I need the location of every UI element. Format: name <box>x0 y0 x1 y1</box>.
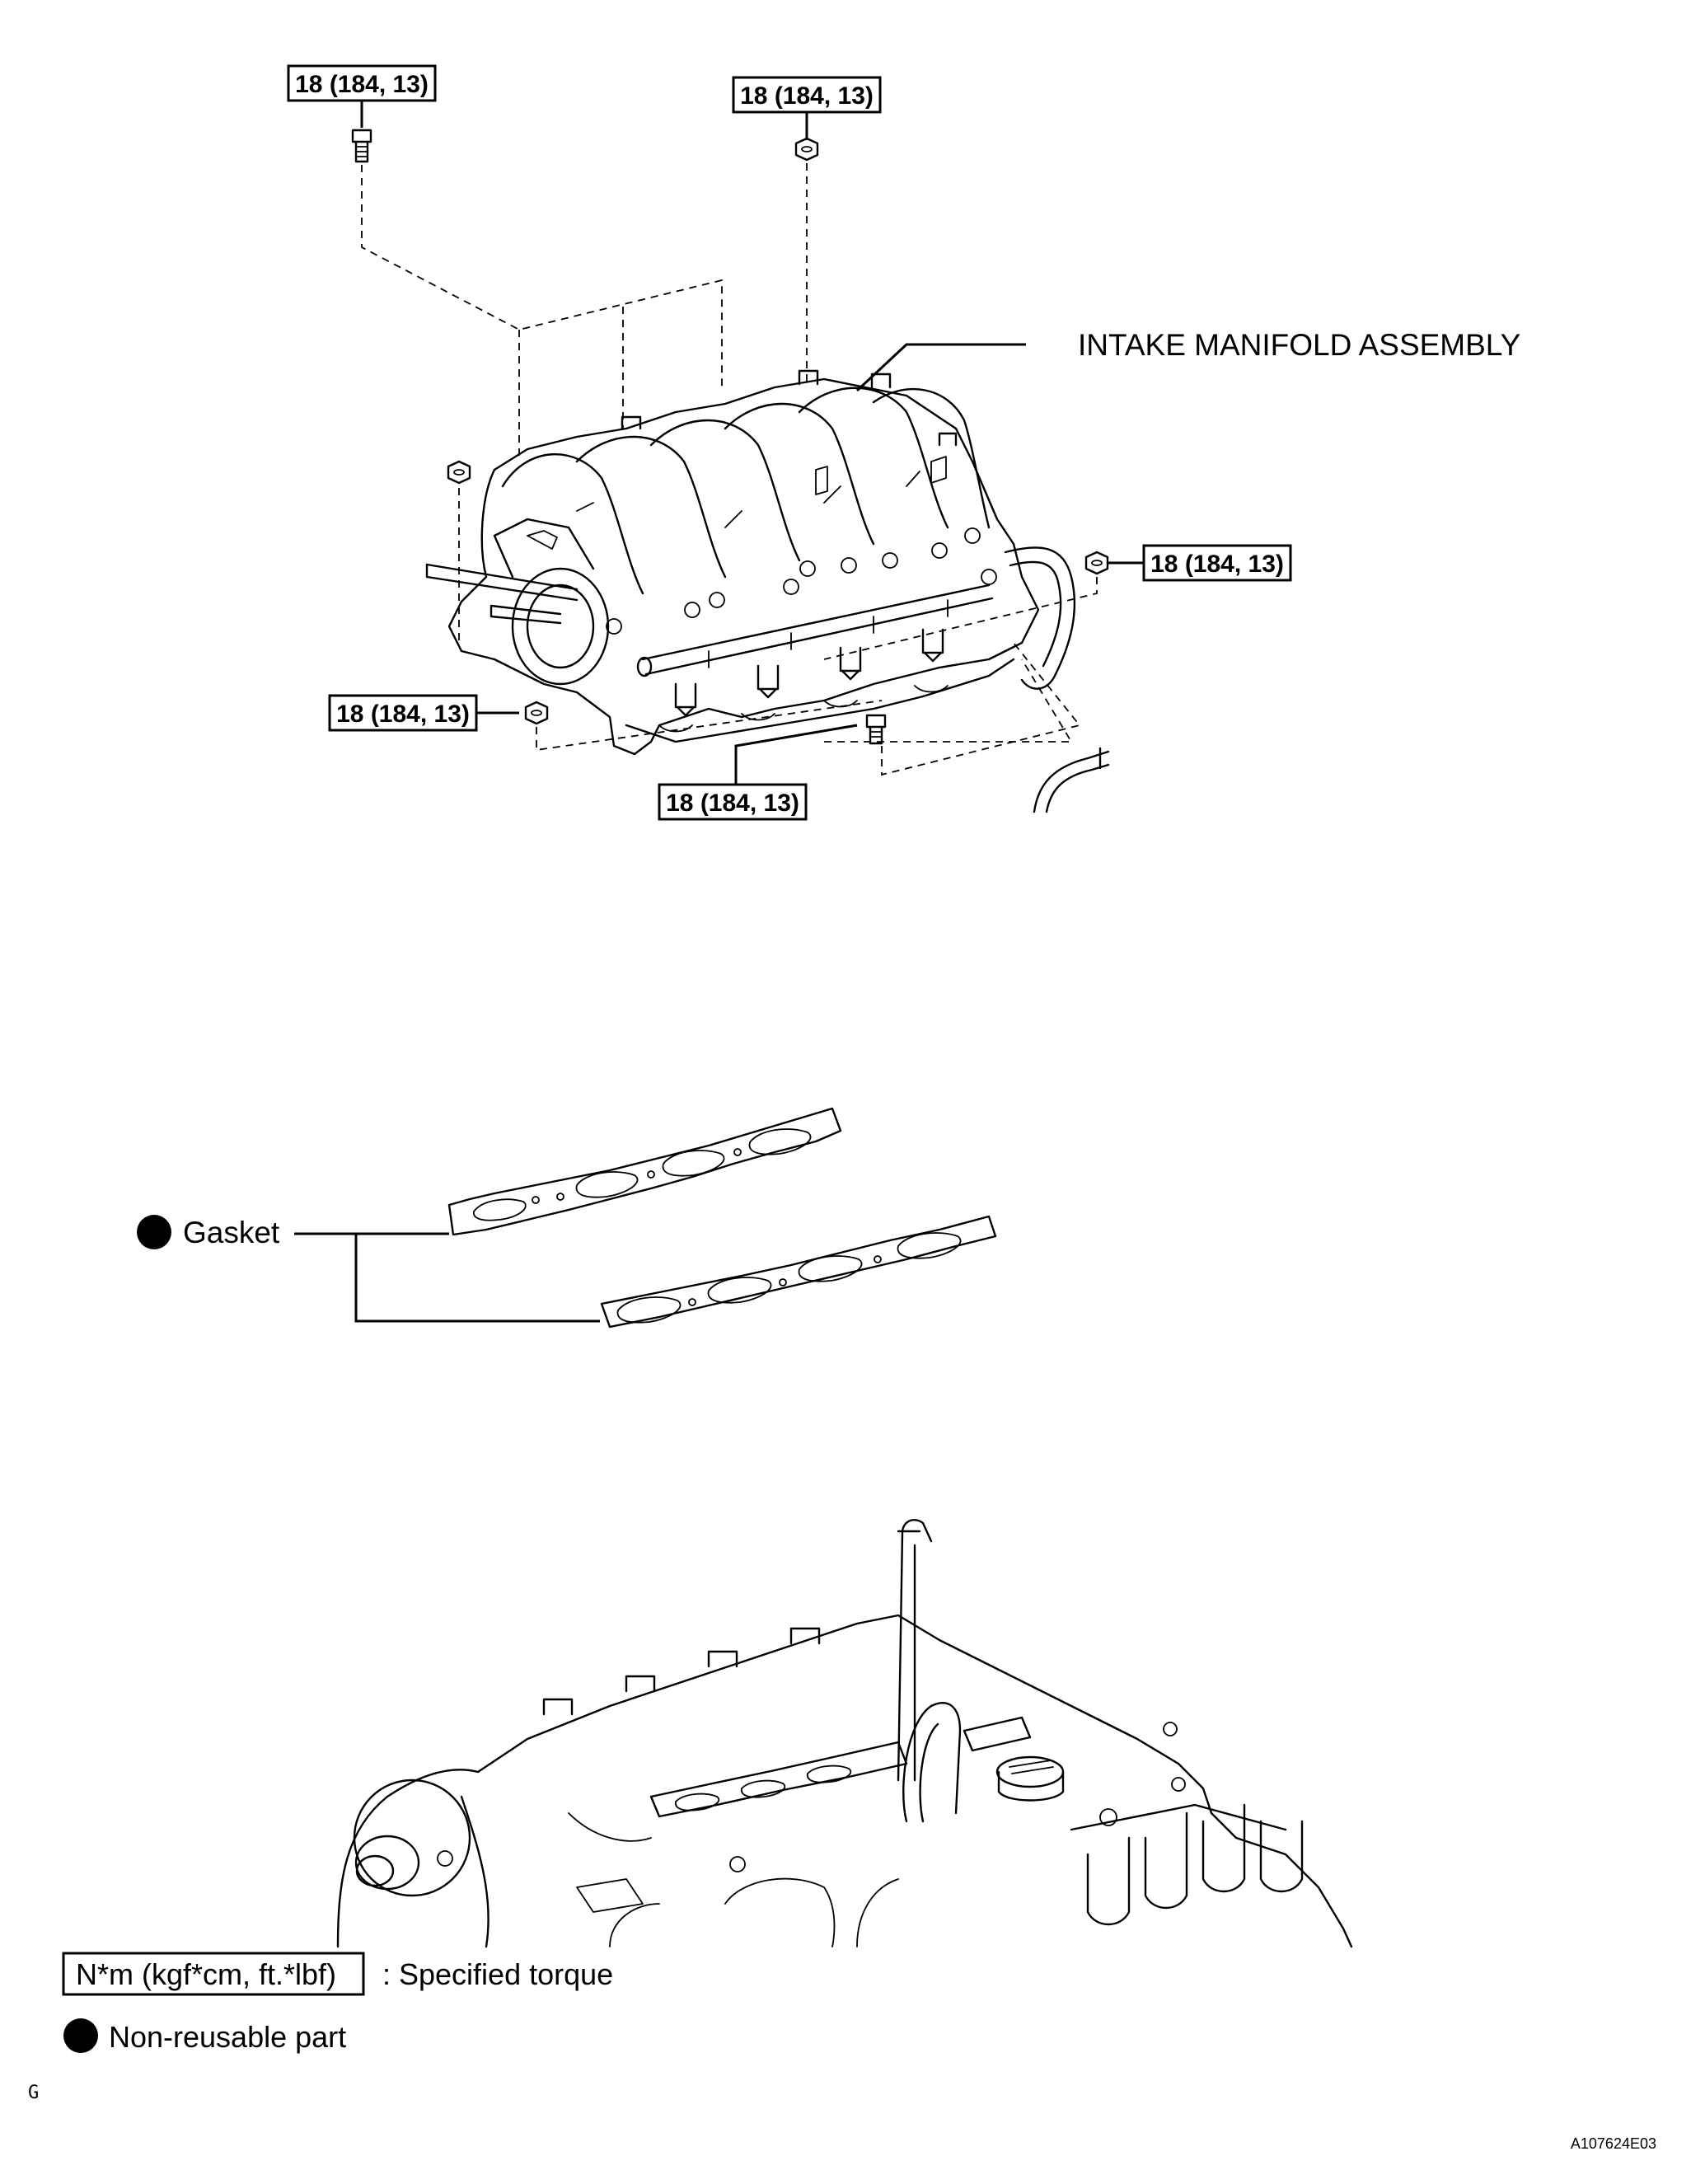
torque-label-top-center: 18 (184, 13) <box>732 76 882 114</box>
corner-mark: G <box>28 2083 39 2103</box>
reference-code: A107624E03 <box>1571 2135 1656 2152</box>
svg-text:18 (184, 13): 18 (184, 13) <box>1150 551 1284 578</box>
engine-block-drawing <box>336 1519 1353 1948</box>
bolt-icon <box>351 129 372 163</box>
intake-manifold-assembly-drawing <box>425 369 1110 813</box>
svg-text:18 (184, 13): 18 (184, 13) <box>666 790 799 817</box>
torque-label-right: 18 (184, 13) <box>1142 544 1292 582</box>
torque-label-top-left: 18 (184, 13) <box>287 64 437 102</box>
nonreusable-part-icon <box>63 2018 98 2053</box>
svg-text:18 (184, 13): 18 (184, 13) <box>740 82 874 110</box>
intake-manifold-label: INTAKE MANIFOLD ASSEMBLY <box>1078 328 1520 362</box>
nut-icon <box>524 701 549 725</box>
gasket-upper <box>447 1107 842 1236</box>
gasket-label: Gasket <box>183 1216 280 1249</box>
legend-torque-desc: : Specified torque <box>382 1957 613 1991</box>
nonreusable-part-icon <box>137 1215 171 1249</box>
torque-leader-lines <box>360 101 1144 785</box>
nut-icon <box>447 460 471 485</box>
legend-nonreusable: Non-reusable part <box>63 2018 346 2054</box>
svg-text:18 (184, 13): 18 (184, 13) <box>336 701 470 728</box>
bolt-icon <box>865 714 887 745</box>
nut-icon <box>794 137 819 162</box>
torque-label-bottom: 18 (184, 13) <box>658 783 808 821</box>
gasket-leader-lines <box>294 1232 600 1323</box>
nut-icon <box>1084 551 1109 575</box>
legend-torque: N*m (kgf*cm, ft.*lbf) : Specified torque <box>62 1952 613 1996</box>
legend-nonreusable-text: Non-reusable part <box>109 2020 346 2054</box>
torque-label-left: 18 (184, 13) <box>328 694 478 732</box>
legend-torque-box-text: N*m (kgf*cm, ft.*lbf) <box>76 1957 336 1991</box>
gasket-lower <box>600 1215 997 1329</box>
svg-text:18 (184, 13): 18 (184, 13) <box>295 71 429 98</box>
alignment-dashed-lines <box>361 163 1098 776</box>
